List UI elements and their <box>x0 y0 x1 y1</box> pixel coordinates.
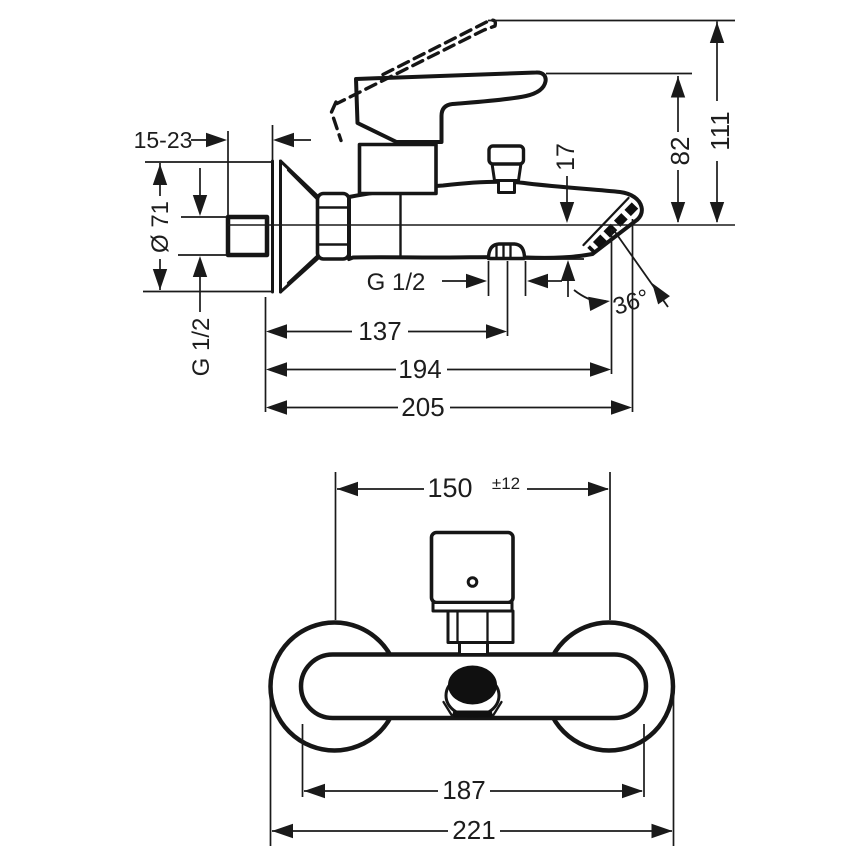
dim-open-handle-height: 111 <box>488 19 735 223</box>
spout-outlet <box>442 665 503 718</box>
wall-supply-stub <box>225 214 270 258</box>
dim-label-diameter: Ø 71 <box>147 201 174 253</box>
dim-spout-drop: 17 <box>526 143 584 297</box>
hose-connector <box>486 242 527 261</box>
dim-connection-distance: 150 ±12 <box>334 472 611 620</box>
dim-hose-outlet-distance: 137 <box>266 316 507 346</box>
dim-projection-range: 15-23 <box>134 125 311 216</box>
dim-escutcheon-diameter: Ø 71 <box>143 161 272 293</box>
dim-spout-reach: 205 <box>266 392 632 422</box>
dim-aerator-distance: 194 <box>266 354 611 384</box>
dim-wall-thread: G 1/2 <box>178 168 227 376</box>
escutcheon <box>271 159 322 294</box>
dim-label-187: 187 <box>442 775 485 805</box>
union-nut <box>315 191 351 261</box>
dim-label-137: 137 <box>358 316 401 346</box>
dim-overall-width: 221 <box>269 690 675 846</box>
set-screw <box>466 576 479 588</box>
dim-label-150: 150 <box>427 473 472 503</box>
dim-label-tolerance: ±12 <box>492 474 520 493</box>
dim-label-projection: 15-23 <box>134 127 193 153</box>
mixer-body-spout <box>347 179 644 261</box>
dim-label-36deg: 36° <box>610 284 653 320</box>
dim-label-82: 82 <box>665 137 695 166</box>
dim-handle-height: 82 <box>546 72 695 223</box>
dim-label-111: 111 <box>705 111 735 151</box>
dim-label-17: 17 <box>552 143 580 171</box>
aerator <box>582 196 639 255</box>
dim-label-194: 194 <box>398 354 441 384</box>
dim-hose-thread: G 1/2 <box>367 261 562 296</box>
dim-label-wall-thread: G 1/2 <box>188 318 215 377</box>
cartridge-block <box>357 142 438 196</box>
dim-label-hose-thread: G 1/2 <box>367 269 426 296</box>
diverter-knob <box>487 144 526 194</box>
valve-body <box>429 530 515 656</box>
dim-label-205: 205 <box>401 392 444 422</box>
front-view: 150 ±12 187 221 <box>268 472 676 846</box>
handle-lever <box>354 70 548 144</box>
side-view: 15-23 Ø 71 G 1/2 17 <box>134 18 735 422</box>
dim-body-width: 187 <box>301 724 645 805</box>
dim-label-221: 221 <box>452 815 495 845</box>
